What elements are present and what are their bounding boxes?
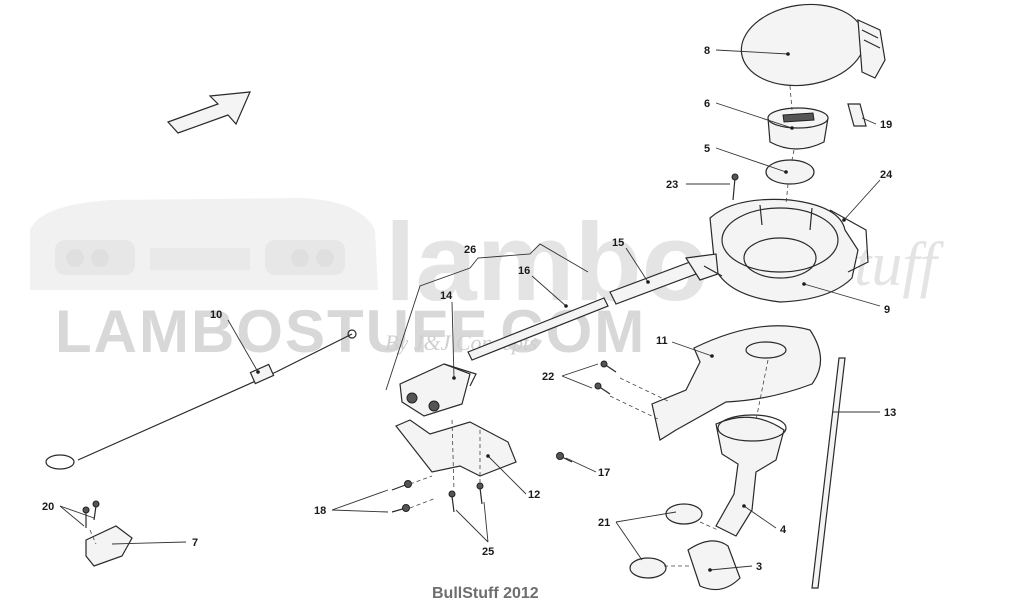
callout-25: 25 [482, 546, 494, 558]
callout-4: 4 [780, 524, 787, 536]
part-screws-18 [391, 480, 412, 513]
watermark-main-text: LAMBOSTUFF.COM [55, 298, 646, 365]
part-seal-ring [765, 159, 815, 185]
callout-6: 6 [704, 98, 710, 110]
part-drain-tube [811, 357, 846, 589]
callout-9: 9 [884, 304, 890, 316]
callout-19: 19 [880, 119, 892, 131]
callout-16: 16 [518, 265, 530, 277]
part-clip [847, 103, 867, 127]
credit-text: BullStuff 2012 [432, 585, 539, 602]
part-screws-20 [82, 500, 100, 528]
part-fuel-cap [767, 107, 829, 150]
callout-18: 18 [314, 505, 326, 517]
part-hose [687, 540, 741, 591]
part-screws-22 [594, 360, 617, 395]
callout-3: 3 [756, 561, 762, 573]
part-rod [467, 297, 609, 361]
callout-24: 24 [880, 169, 893, 181]
callout-26: 26 [464, 244, 476, 256]
bracket-hole [745, 341, 787, 359]
direction-arrow-icon [166, 91, 251, 134]
callout-20: 20 [42, 501, 54, 513]
part-fuel-door [740, 3, 886, 87]
callout-13: 13 [884, 407, 896, 419]
part-filler-housing [709, 198, 869, 303]
part-release-cable [45, 329, 357, 470]
callout-21: 21 [598, 517, 610, 529]
callout-labels: 8 6 19 5 23 24 15 9 26 16 14 10 11 22 13… [42, 45, 896, 573]
part-lock-motor [399, 363, 477, 417]
watermark: lambo stuff LAMBOSTUFF.COM By J&J Concep… [30, 198, 945, 365]
callout-23: 23 [666, 179, 678, 191]
part-screw-23 [731, 173, 739, 201]
callout-12: 12 [528, 489, 540, 501]
callout-8: 8 [704, 45, 710, 57]
callout-7: 7 [192, 537, 198, 549]
part-screw-17 [556, 452, 573, 463]
callout-17: 17 [598, 467, 610, 479]
callout-22: 22 [542, 371, 554, 383]
part-heat-shield [395, 419, 517, 477]
leader-lines [59, 49, 881, 572]
assembly-lines [89, 85, 795, 567]
part-release-actuator [609, 253, 723, 305]
callout-14: 14 [440, 290, 453, 302]
group-bracket-26 [385, 243, 589, 391]
callout-15: 15 [612, 237, 624, 249]
part-filler-neck [715, 414, 787, 537]
callout-11: 11 [656, 335, 668, 347]
part-mounting-bracket [651, 325, 822, 441]
part-small-bracket [85, 525, 133, 567]
part-screws-25 [448, 482, 484, 513]
part-hose-clamps [629, 503, 703, 579]
callout-5: 5 [704, 143, 710, 155]
callout-10: 10 [210, 309, 222, 321]
watermark-brand-left: lambo [385, 201, 709, 324]
watermark-car-silhouette [30, 198, 378, 290]
